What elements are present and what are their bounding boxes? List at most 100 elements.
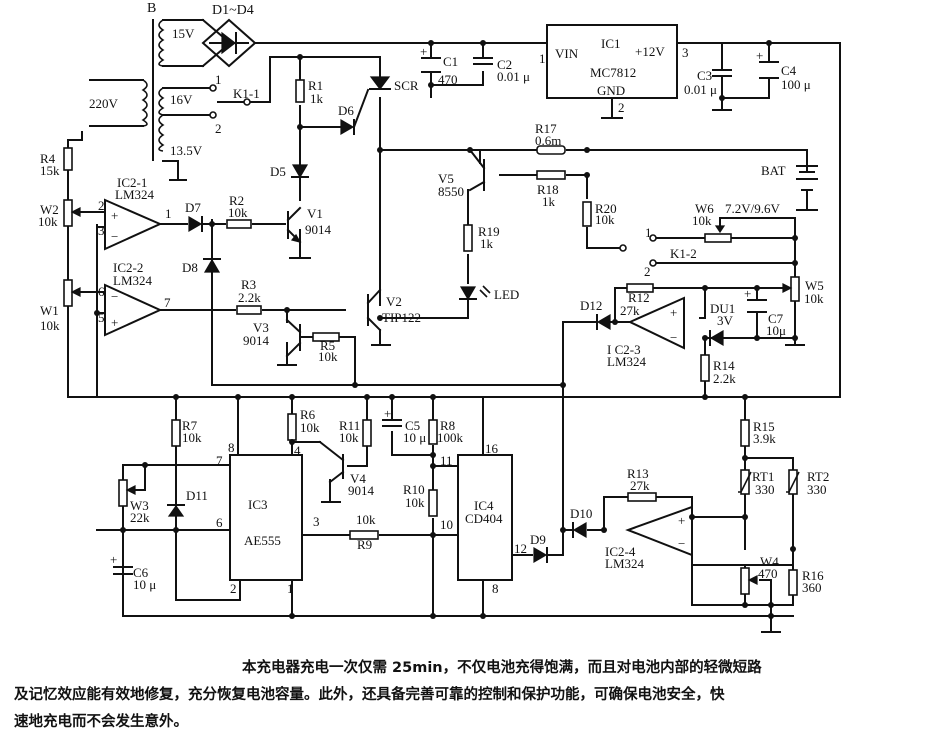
led-indicator xyxy=(459,285,491,301)
label-w3: W3 xyxy=(130,498,149,513)
diode-d5 xyxy=(291,164,309,179)
label-c2-value: 0.01 μ xyxy=(497,69,530,84)
label-r20-value: 10k xyxy=(595,212,615,227)
resistor-r1 xyxy=(295,79,305,103)
label-r5-value: 10k xyxy=(318,349,338,364)
caption-line-2: 及记忆效应能有效地修复，充分恢复电池容量。此外，还具备完善可靠的控制和保护功能，… xyxy=(14,687,725,703)
diode-d7 xyxy=(188,215,203,233)
label-ic2-1: IC2-1 xyxy=(117,175,147,190)
capacitor-c3 xyxy=(712,69,732,77)
label-ic2-2: IC2-2 xyxy=(113,260,143,275)
label-transformer: B xyxy=(147,1,156,16)
resistor-r20 xyxy=(582,201,592,227)
scr-thyristor xyxy=(369,76,391,90)
label-r9: R9 xyxy=(357,537,372,552)
label-k1-2-pos2: 2 xyxy=(644,264,651,279)
label-w4: W4 xyxy=(760,554,779,569)
label-r12: R12 xyxy=(628,290,650,305)
label-ic2-2-pin6: 6 xyxy=(98,284,105,299)
transistor-v2 xyxy=(366,288,391,346)
label-w1: W1 xyxy=(40,303,59,318)
label-ic1: IC1 xyxy=(601,36,621,51)
label-ic2-4: IC2-4 xyxy=(605,544,636,559)
potentiometer-w1 xyxy=(63,279,73,307)
label-w6-note: 7.2V/9.6V xyxy=(725,201,781,216)
label-r15-value: 3.9k xyxy=(753,431,776,446)
resistor-r12 xyxy=(626,283,654,293)
label-ic4-pin12: 12 xyxy=(514,541,527,556)
label-r17: R17 xyxy=(535,121,557,136)
label-r7-value: 10k xyxy=(182,430,202,445)
potentiometer-w2 xyxy=(63,199,73,227)
label-ic1-part: MC7812 xyxy=(590,65,636,80)
label-d10: D10 xyxy=(570,506,592,521)
label-led: LED xyxy=(494,287,519,302)
label-r19-value: 1k xyxy=(480,236,494,251)
diode-d9 xyxy=(533,546,548,564)
ic2-4-minus: − xyxy=(678,536,685,551)
transistor-v1 xyxy=(286,206,311,259)
label-ic2-1-pin3: 3 xyxy=(98,223,105,238)
label-rt2-value: 330 xyxy=(807,482,827,497)
c1-plus: + xyxy=(420,44,427,59)
label-ic3-pin8: 8 xyxy=(228,440,235,455)
label-ic4-pin16: 16 xyxy=(485,441,499,456)
label-sec3: 13.5V xyxy=(170,143,203,158)
resistor-r18 xyxy=(536,170,566,180)
label-bat: BAT xyxy=(761,163,786,178)
label-ic2-3: I C2-3 xyxy=(607,342,641,357)
label-r18-value: 1k xyxy=(542,194,556,209)
label-d5: D5 xyxy=(270,164,286,179)
label-ic4: IC4 xyxy=(474,498,494,513)
label-w4-value: 470 xyxy=(758,566,778,581)
ic2-3-minus: − xyxy=(670,330,677,345)
label-r6: R6 xyxy=(300,407,316,422)
label-c1-value: 470 xyxy=(438,72,458,87)
label-sec2: 16V xyxy=(170,92,193,107)
label-ic2-2-part: LM324 xyxy=(113,273,153,288)
label-c6-value: 10 μ xyxy=(133,577,156,592)
resistor-r10 xyxy=(428,489,438,517)
label-r1-value: 1k xyxy=(310,91,324,106)
label-v2: V2 xyxy=(386,294,402,309)
label-r5: R5 xyxy=(320,338,335,353)
label-d7: D7 xyxy=(185,200,201,215)
label-w5-value: 10k xyxy=(804,291,824,306)
ic2-4-plus: + xyxy=(678,513,685,528)
transistor-v3 xyxy=(277,318,302,366)
label-d6: D6 xyxy=(338,103,354,118)
ic2-3-plus: + xyxy=(670,305,677,320)
label-w1-value: 10k xyxy=(40,318,60,333)
label-v3: V3 xyxy=(253,320,269,335)
label-r19: R19 xyxy=(478,224,500,239)
wires xyxy=(67,18,841,633)
resistor-r4 xyxy=(63,147,73,171)
label-r18: R18 xyxy=(537,182,559,197)
label-r10-value: 10k xyxy=(405,495,425,510)
label-r14: R14 xyxy=(713,358,735,373)
label-r14-value: 2.2k xyxy=(713,371,736,386)
capacitor-c2 xyxy=(473,57,493,65)
label-ic3-pin6: 6 xyxy=(216,515,223,530)
bridge-rectifier xyxy=(201,18,257,68)
label-ic4-pin10: 10 xyxy=(440,517,453,532)
resistor-r19 xyxy=(463,224,473,252)
capacitor-c7: + xyxy=(744,286,767,313)
label-r17-value: 0.6m xyxy=(535,133,561,148)
label-r13-value: 27k xyxy=(630,478,650,493)
c5-plus: + xyxy=(384,406,391,421)
opamp-ic2-3 xyxy=(627,296,685,350)
label-r7: R7 xyxy=(182,418,198,433)
label-ic3-pin7: 7 xyxy=(216,453,223,468)
ic2-2-plus: + xyxy=(111,315,118,330)
label-v4: V4 xyxy=(350,471,366,486)
label-r13: R13 xyxy=(627,466,649,481)
label-r8-value: 100k xyxy=(437,430,464,445)
label-r4: R4 xyxy=(40,151,56,166)
battery-bat xyxy=(796,165,818,211)
label-v2-value: TIP122 xyxy=(382,310,421,325)
caption-line-3: 速地充电而不会发生意外。 xyxy=(14,714,188,730)
label-c7: C7 xyxy=(768,311,784,326)
label-r15: R15 xyxy=(753,419,775,434)
label-r11-value: 10k xyxy=(339,430,359,445)
